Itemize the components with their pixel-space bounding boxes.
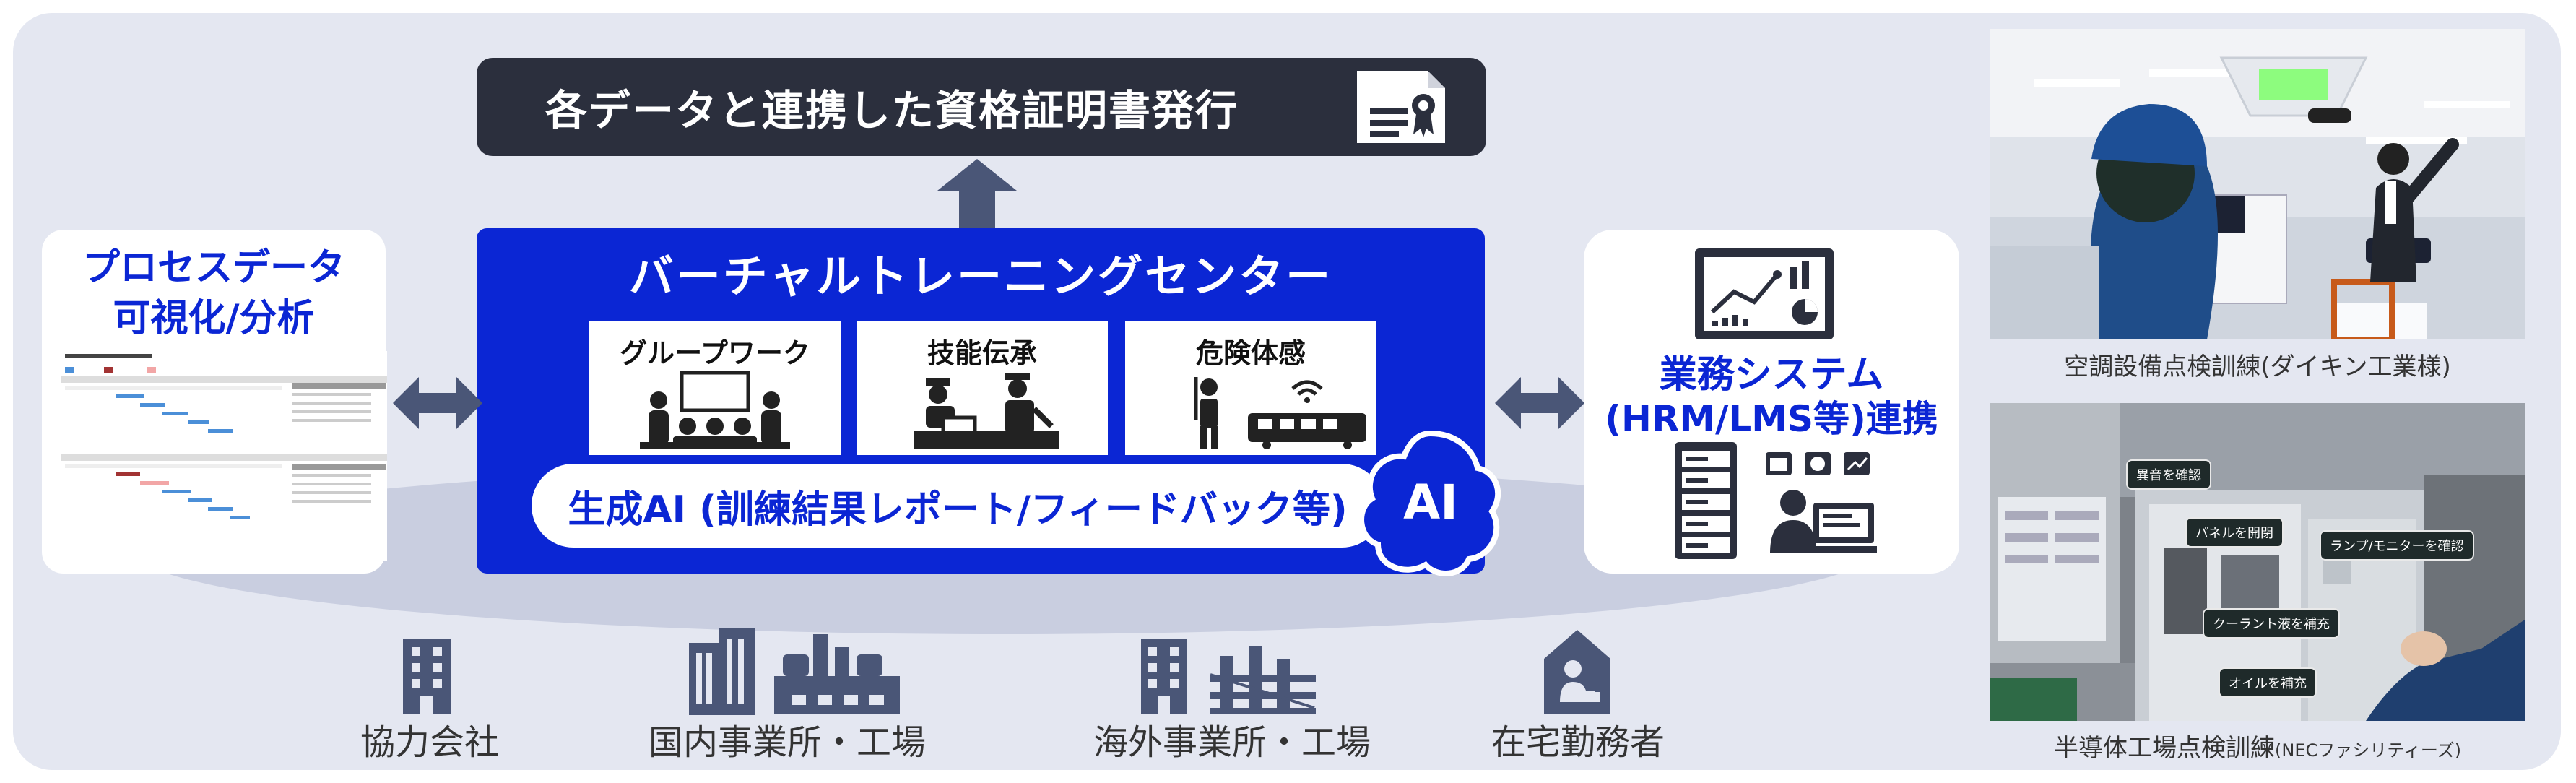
hvac-scene-image: [1990, 29, 2525, 339]
overseas-facility-icon: [1141, 639, 1316, 714]
hvac-training-photo: [1990, 29, 2525, 339]
card-skill-transfer: 技能伝承: [857, 321, 1108, 455]
process-data-title: プロセスデータ 可視化/分析: [42, 243, 386, 344]
location-label: 国内事業所・工場: [648, 722, 926, 763]
card-label: 技能伝承: [927, 337, 1037, 369]
business-system-panel: 業務システム (HRM/LMS等)連携: [1584, 230, 1959, 574]
server-rack-icon: [1675, 442, 1737, 559]
location-label: 海外事業所・工場: [1093, 722, 1371, 763]
callout-label: クーラント液を補充: [2203, 608, 2340, 639]
title-line: 可視化/分析: [113, 297, 315, 340]
business-system-subtitle: (HRM/LMS等)連携: [1605, 398, 1938, 440]
photo-caption: 空調設備点検訓練(ダイキン工業様): [2064, 352, 2451, 381]
semiconductor-training-photo: 異音を確認 パネルを開閉 ランプ/モニターを確認 クーラント液を補充 オイルを補…: [1990, 403, 2525, 721]
title-line: プロセスデータ: [82, 246, 345, 290]
center-title: バーチャルトレーニングセンター: [628, 250, 1333, 303]
generative-ai-pill: 生成AI (訓練結果レポート/フィードバック等): [532, 464, 1384, 548]
card-danger-experience: 危険体感: [1125, 321, 1376, 455]
business-system-title: 業務システム: [1659, 353, 1884, 397]
group-meeting-icon: [640, 371, 790, 449]
danger-experience-icon: [1194, 377, 1366, 449]
process-data-panel: プロセスデータ 可視化/分析: [42, 230, 387, 574]
card-group-work: グループワーク: [589, 321, 841, 455]
callout-label: 異音を確認: [2126, 459, 2211, 490]
skill-transfer-icon: [914, 373, 1059, 449]
up-arrow-icon: [937, 159, 1017, 231]
location-label: 協力会社: [360, 722, 499, 763]
domestic-facility-icon: [689, 628, 900, 715]
certificate-icon: [1357, 71, 1445, 143]
certificate-banner: 各データと連携した資格証明書発行: [477, 58, 1486, 156]
certificate-label: 各データと連携した資格証明書発行: [545, 86, 1239, 135]
double-arrow-icon: [393, 377, 482, 429]
ai-badge-text: AI: [1403, 475, 1458, 530]
double-arrow-icon: [1495, 377, 1584, 429]
office-building-icon: [403, 639, 451, 714]
dashboard-chart-icon: [1695, 248, 1834, 339]
caption-main: 半導体工場点検訓練: [2054, 734, 2276, 763]
virtual-training-center-panel: バーチャルトレーニングセンター グループワーク 技能伝承 危険体感: [477, 228, 1501, 576]
photo-caption: 半導体工場点検訓練(NECファシリティーズ): [1990, 728, 2525, 763]
callout-label: ランプ/モニターを確認: [2320, 530, 2474, 561]
card-label: 危険体感: [1195, 337, 1306, 369]
location-label: 在宅勤務者: [1491, 722, 1665, 763]
caption-sub: (NECファシリティーズ): [2275, 740, 2461, 761]
callout-label: パネルを開閉: [2185, 517, 2284, 548]
gantt-report-thumbnail: [61, 351, 387, 561]
callout-label: オイルを補充: [2219, 667, 2317, 698]
ai-badge-icon: AI: [1358, 430, 1501, 576]
card-label: グループワーク: [620, 337, 810, 369]
office-worker-icon: [1766, 452, 1877, 553]
home-worker-icon: [1544, 630, 1610, 714]
generative-ai-label: 生成AI (訓練結果レポート/フィードバック等): [568, 488, 1348, 532]
